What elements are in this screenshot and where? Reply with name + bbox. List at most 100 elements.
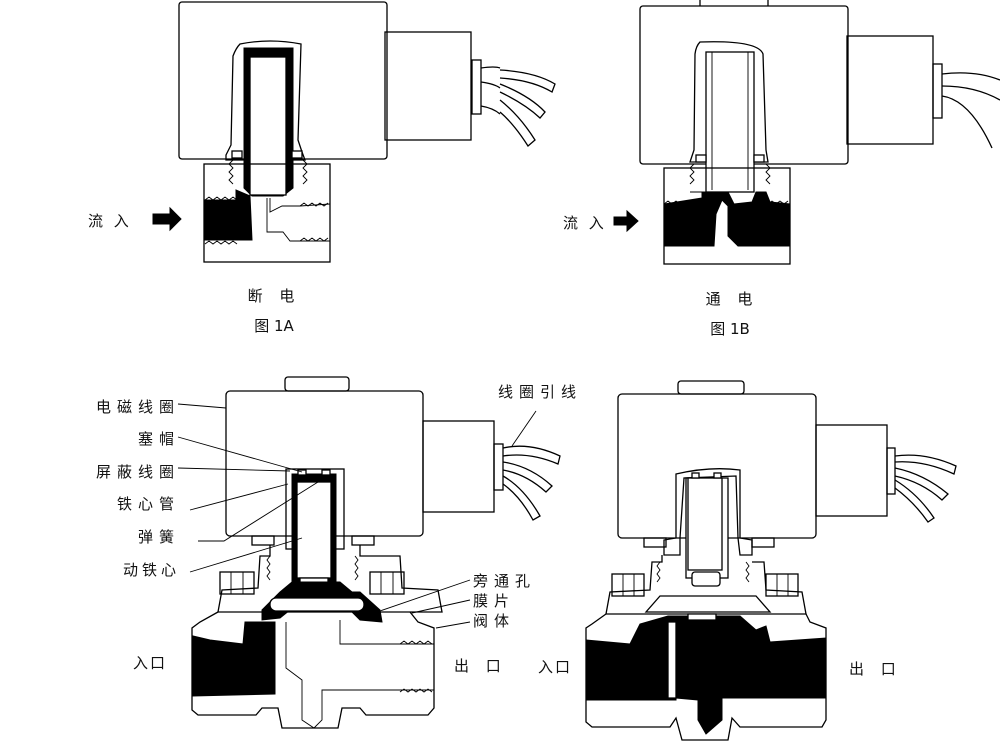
thread [689,163,695,185]
leader-line [189,537,303,573]
leader-line [177,467,291,472]
housing-foot [251,535,275,546]
thread [266,555,271,581]
label-plug-cap: 塞帽 [137,430,180,448]
diaphragm-plate [269,597,365,612]
flow-arrow-icon [152,206,182,232]
outlet-passage [269,198,331,213]
leader-line [511,410,537,447]
bonnet [217,545,443,613]
connector-box [815,424,888,517]
label-lead-wire: 线圈引线 [498,383,583,401]
leader-line [379,579,471,612]
plug-cap [297,469,307,476]
leader-line [435,621,471,629]
outlet-thread [759,200,789,205]
housing-foot [643,537,667,548]
nut [753,154,765,163]
connector-gland [932,63,943,119]
inlet-thread [204,240,238,245]
thread [656,561,661,583]
connector-gland [493,443,504,491]
housing-foot [351,535,375,546]
flow-in-label-1a: 流 入 [88,212,132,230]
tube-cutout [663,468,753,556]
housing-foot [751,537,775,548]
plug-cap [691,472,700,479]
label-plunger: 动铁心 [122,561,180,579]
bolt-head [611,573,645,597]
inlet-thread [204,196,238,201]
figure-caption-1a: 图 1A [254,317,294,335]
lead-wire [502,445,561,465]
inlet-label-right: 入口 [538,658,573,676]
bolt-head [765,573,799,597]
leader-line [198,481,319,542]
plug-cap [713,472,722,479]
plunger [296,481,332,579]
leader-line [189,483,289,511]
leader-line [411,599,471,614]
diaphragm-plate [644,595,772,613]
nut [695,154,707,163]
lead-wire [480,81,501,89]
connector-box [384,31,472,141]
valve-1b-drawing [499,0,1000,265]
plunger [687,477,723,571]
nut [231,150,243,159]
lead-wire [480,66,501,69]
housing-cap [677,380,745,395]
plunger-tip [691,571,721,587]
fluid-flow [585,615,827,735]
lead-wire [502,461,553,493]
housing-cap [284,376,350,392]
connector-gland [886,447,896,495]
plug-cap [321,469,331,476]
state-label-1a: 断 电 [247,287,301,305]
bypass-channel [667,621,677,699]
core-tube [705,51,755,193]
lead-wire [480,105,501,115]
leader-line [177,436,303,473]
label-spring: 弹簧 [137,528,180,546]
lead-wire-end [499,69,556,93]
outlet-thread [399,688,433,693]
label-valve-body: 阀体 [473,612,516,630]
fluid-flow [663,191,791,247]
pilot-valve-left-drawing [177,376,561,729]
valve-body [191,611,435,729]
lead-wire [941,72,1000,81]
inlet-fluid [204,189,253,241]
state-label-1b: 通 电 [705,290,759,308]
lead-wire-end [499,99,536,147]
valve-1a-drawing [152,1,501,263]
outlet-thread [399,640,433,645]
inlet-label-left: 入口 [133,654,168,672]
label-bypass-hole: 旁通孔 [473,572,537,590]
outlet-passage [339,620,434,645]
bolt-head [369,571,405,595]
outlet-label-right: 出 口 [849,660,902,678]
cutaway-outline [689,41,769,163]
thread [765,163,771,185]
thread [228,159,234,185]
lead-wire [502,475,541,521]
label-shading-coil: 屏蔽线圈 [95,463,180,481]
flow-in-label-1b: 流 入 [563,214,607,232]
lead-wire [941,85,1000,101]
inlet-thread [663,200,693,205]
label-diaphragm: 膜片 [473,592,516,610]
bolt-head [219,571,255,595]
outlet-passage [266,198,330,242]
lead-wire [894,479,935,523]
lead-wire [894,467,949,501]
housing-stub [699,0,769,6]
inlet-fluid [192,621,276,697]
outlet-thread [299,237,329,242]
thread [745,561,750,583]
outlet-passage [285,622,434,729]
connector-box [846,35,934,145]
pilot-valve-right-drawing [585,380,957,741]
thread [354,555,359,581]
